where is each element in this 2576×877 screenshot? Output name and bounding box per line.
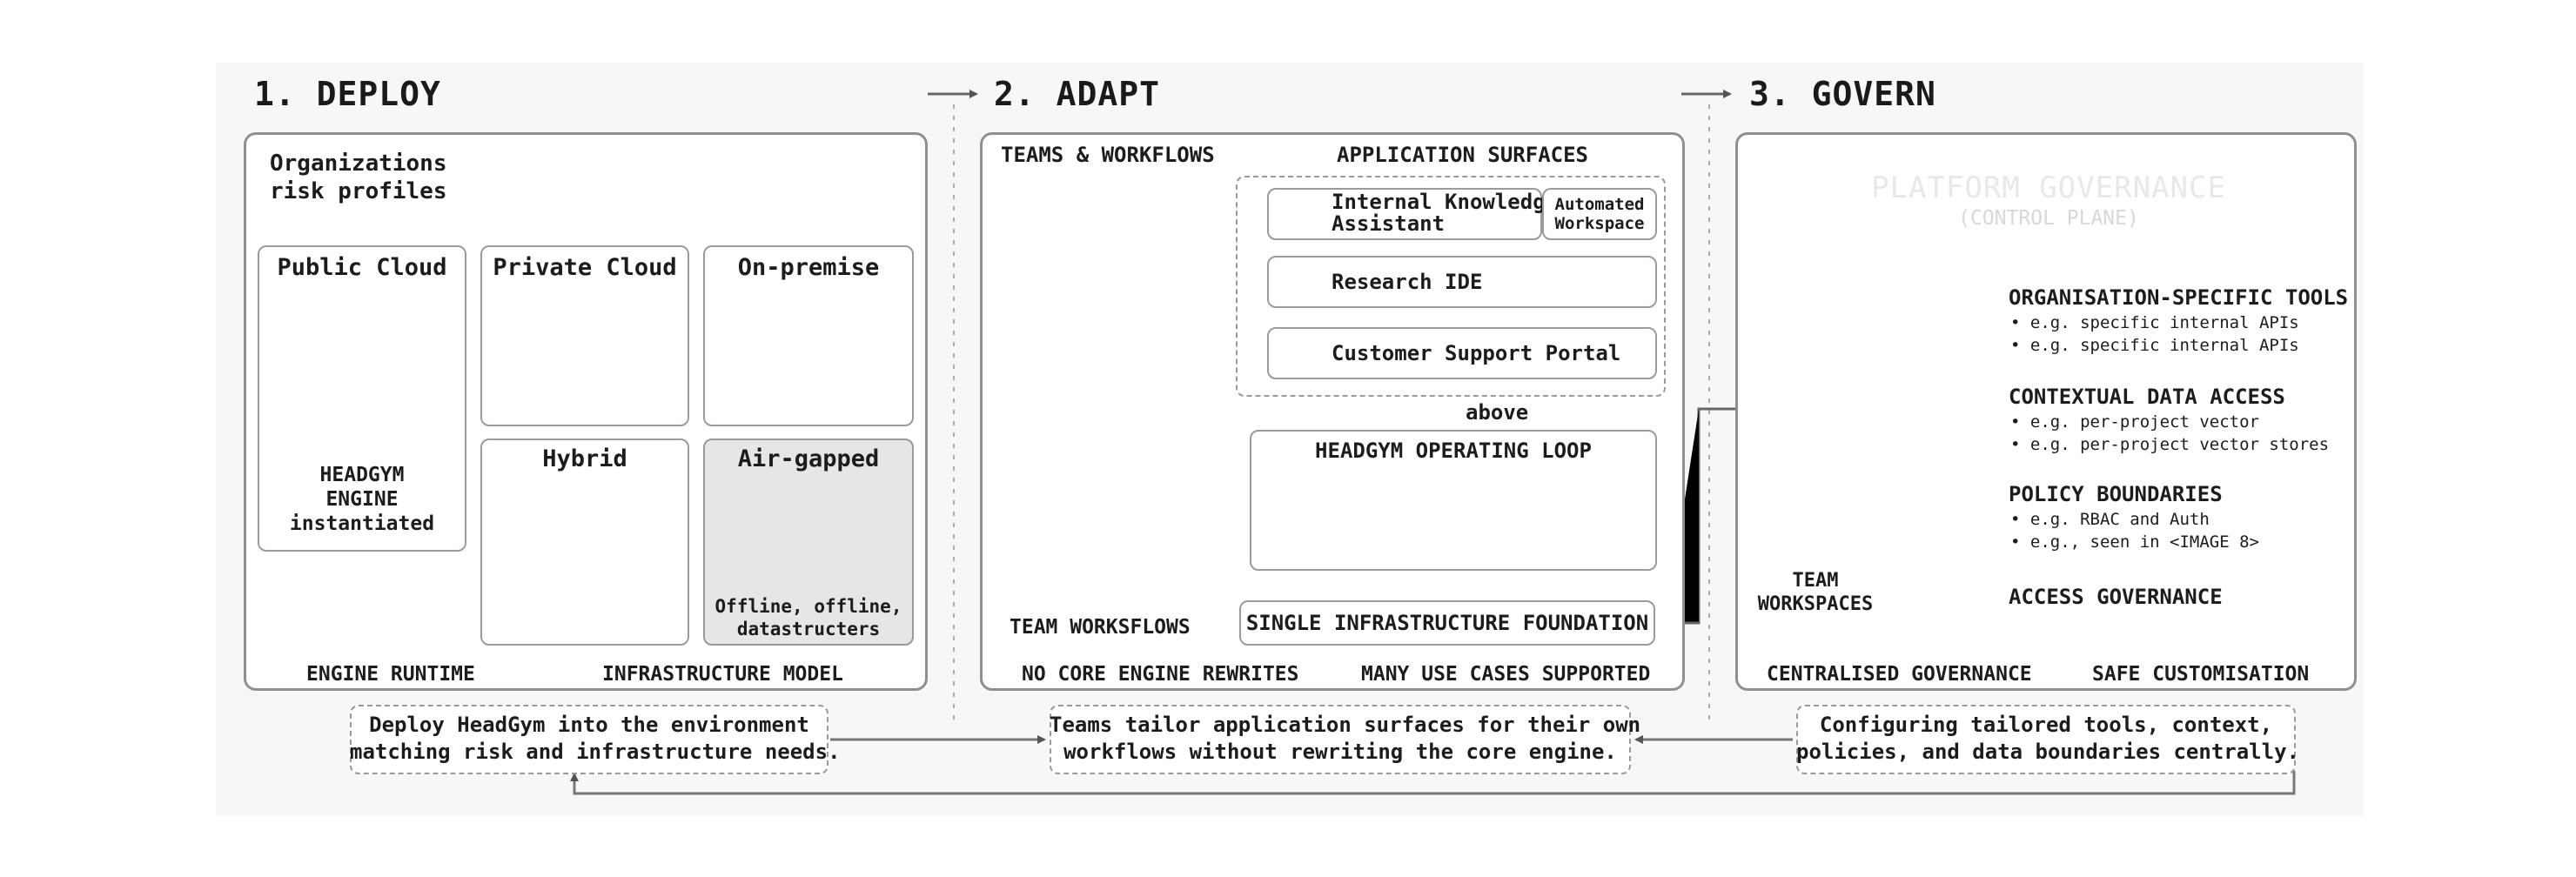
step-deploy-heading: 1. DEPLOY bbox=[254, 75, 441, 113]
surface-research-ide-label: Research IDE bbox=[1332, 270, 1483, 294]
adapt-footer-no-rewrites: NO CORE ENGINE REWRITES bbox=[1022, 663, 1299, 686]
air-gapped-card bbox=[703, 438, 914, 646]
private-cloud-card bbox=[480, 245, 689, 426]
deploy-caption-box bbox=[350, 705, 828, 774]
step-govern-heading: 3. GOVERN bbox=[1749, 75, 1936, 113]
control-plane-subtitle: (CONTROL PLANE) bbox=[1958, 207, 2139, 230]
surface-automated-workspace-label: Automated Workspace bbox=[1554, 195, 1645, 233]
public-cloud-title: Public Cloud bbox=[277, 254, 447, 281]
policy-bullet-1: • e.g. RBAC and Auth bbox=[2010, 510, 2210, 529]
policy-bullet-2: • e.g., seen in <IMAGE 8> bbox=[2010, 532, 2259, 552]
data-access-title: CONTEXTUAL DATA ACCESS bbox=[2009, 385, 2285, 409]
platform-governance-title: PLATFORM GOVERNANCE bbox=[1871, 171, 2226, 205]
deploy-caption: Deploy HeadGym into the environment matc… bbox=[350, 713, 841, 764]
surface-customer-support-label: Customer Support Portal bbox=[1332, 341, 1621, 365]
govern-caption-box bbox=[1796, 705, 2296, 774]
team-workspaces-label: TEAM WORKSPACES bbox=[1757, 570, 1874, 615]
surface-automated-workspace bbox=[1542, 188, 1657, 240]
air-gapped-title: Air-gapped bbox=[737, 445, 880, 472]
surface-internal-knowledge-label: Internal Knowledge Assistant bbox=[1332, 190, 1559, 236]
team-worksflows-label: TEAM WORKSFLOWS bbox=[1010, 616, 1191, 639]
data-access-bullet-2: • e.g. per-project vector stores bbox=[2010, 435, 2330, 454]
step-adapt-heading: 2. ADAPT bbox=[994, 75, 1161, 113]
operating-loop-box bbox=[1250, 430, 1657, 571]
policy-boundaries-title: POLICY BOUNDARIES bbox=[2009, 482, 2223, 506]
air-gapped-note: Offline, offline, datastructers bbox=[714, 596, 902, 639]
govern-caption: Configuring tailored tools, context, pol… bbox=[1796, 713, 2299, 764]
single-infrastructure-foundation bbox=[1239, 600, 1655, 646]
deploy-footer-infrastructure-model: INFRASTRUCTURE MODEL bbox=[602, 663, 843, 686]
surface-research-ide bbox=[1267, 256, 1657, 308]
hybrid-card bbox=[480, 438, 689, 646]
engine-instantiated-label: HEADGYM ENGINE instantiated bbox=[289, 464, 435, 535]
govern-panel bbox=[1735, 132, 2357, 691]
adapt-caption-box bbox=[1050, 705, 1631, 774]
hybrid-title: Hybrid bbox=[542, 445, 627, 472]
teams-workflows-label: TEAMS & WORKFLOWS bbox=[1001, 143, 1215, 167]
application-surfaces-group bbox=[1236, 176, 1666, 397]
on-premise-title: On-premise bbox=[737, 254, 880, 281]
tools-bullet-2: • e.g. specific internal APIs bbox=[2010, 336, 2299, 355]
public-cloud-card bbox=[258, 245, 466, 552]
tools-title: ORGANISATION-SPECIFIC TOOLS bbox=[2009, 285, 2349, 310]
data-access-bullet-1: • e.g. per-project vector bbox=[2010, 412, 2259, 432]
tools-bullet-1: • e.g. specific internal APIs bbox=[2010, 313, 2299, 332]
surface-customer-support-portal bbox=[1267, 327, 1657, 379]
above-label: above bbox=[1466, 400, 1529, 425]
surface-internal-knowledge-assistant bbox=[1267, 188, 1542, 240]
adapt-footer-many-use-cases: MANY USE CASES SUPPORTED bbox=[1361, 663, 1651, 686]
govern-footer-centralised: CENTRALISED GOVERNANCE bbox=[1767, 663, 2032, 686]
application-surfaces-label: APPLICATION SURFACES bbox=[1337, 143, 1588, 167]
access-governance-title: ACCESS GOVERNANCE bbox=[2009, 585, 2223, 609]
adapt-caption: Teams tailor application surfaces for th… bbox=[1050, 713, 1641, 764]
risk-profiles-label: Organizations risk profiles bbox=[270, 151, 447, 204]
private-cloud-title: Private Cloud bbox=[493, 254, 677, 281]
operating-loop-title: HEADGYM OPERATING LOOP bbox=[1315, 438, 1592, 463]
govern-footer-safe-customisation: SAFE CUSTOMISATION bbox=[2092, 663, 2310, 686]
deploy-footer-engine-runtime: ENGINE RUNTIME bbox=[306, 663, 475, 686]
on-premise-card bbox=[703, 245, 914, 426]
foundation-label: SINGLE INFRASTRUCTURE FOUNDATION bbox=[1245, 611, 1649, 635]
